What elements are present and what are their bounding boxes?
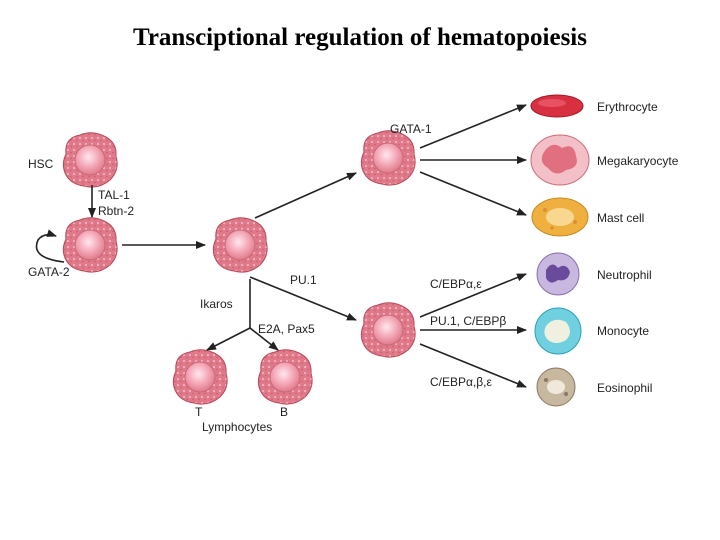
- arrow-to-eosinophil: [419, 343, 527, 388]
- myeloid-progenitor-bottom: [360, 302, 416, 358]
- page-title: Transciptional regulation of hematopoies…: [133, 24, 587, 51]
- progenitor-cell-center: [212, 217, 268, 273]
- self-renewal-arrow: [35, 229, 65, 263]
- label-rbtn2: Rbtn-2: [98, 204, 134, 218]
- label-cebp-ae: C/EBPα,ε: [430, 277, 482, 291]
- label-gata2: GATA-2: [28, 265, 70, 279]
- myeloid-progenitor-top: [360, 130, 416, 186]
- label-gata1: GATA-1: [390, 122, 432, 136]
- arrow-to-neutrophil: [419, 273, 527, 318]
- label-tal1: TAL-1: [98, 188, 130, 202]
- megakaryocyte-cell: [530, 134, 590, 186]
- label-pu1: PU.1: [290, 273, 317, 287]
- arrow-to-bottom-progenitor: [249, 276, 357, 321]
- label-eosinophil: Eosinophil: [597, 381, 652, 395]
- label-megakaryocyte: Megakaryocyte: [597, 154, 679, 168]
- arrow-to-mast: [419, 171, 527, 216]
- label-hsc: HSC: [28, 157, 54, 171]
- arrow-to-top-progenitor: [254, 172, 357, 219]
- arrow-to-erythrocyte: [419, 104, 527, 149]
- label-monocyte: Monocyte: [597, 324, 649, 338]
- label-pu1-cebpb: PU.1, C/EBPβ: [430, 314, 506, 328]
- label-neutrophil: Neutrophil: [597, 268, 652, 282]
- arrow-to-t: [206, 327, 251, 351]
- label-mast-cell: Mast cell: [597, 211, 644, 225]
- hsc-cell: [62, 132, 118, 188]
- progenitor-cell-left: [62, 217, 118, 273]
- neutrophil-cell: [536, 252, 580, 296]
- label-t: T: [195, 405, 203, 419]
- b-lymphocyte-cell: [257, 349, 313, 405]
- label-e2a-pax5: E2A, Pax5: [258, 322, 315, 336]
- eosinophil-cell: [536, 367, 576, 407]
- label-lymphocytes: Lymphocytes: [202, 420, 272, 434]
- monocyte-cell: [534, 307, 582, 355]
- label-erythrocyte: Erythrocyte: [597, 100, 658, 114]
- t-lymphocyte-cell: [172, 349, 228, 405]
- label-cebp-abe: C/EBPα,β,ε: [430, 375, 493, 389]
- label-ikaros: Ikaros: [200, 297, 233, 311]
- label-b: B: [280, 405, 288, 419]
- mast-cell: [531, 197, 589, 237]
- erythrocyte-cell: [530, 94, 584, 118]
- arrow-to-b: [249, 327, 279, 351]
